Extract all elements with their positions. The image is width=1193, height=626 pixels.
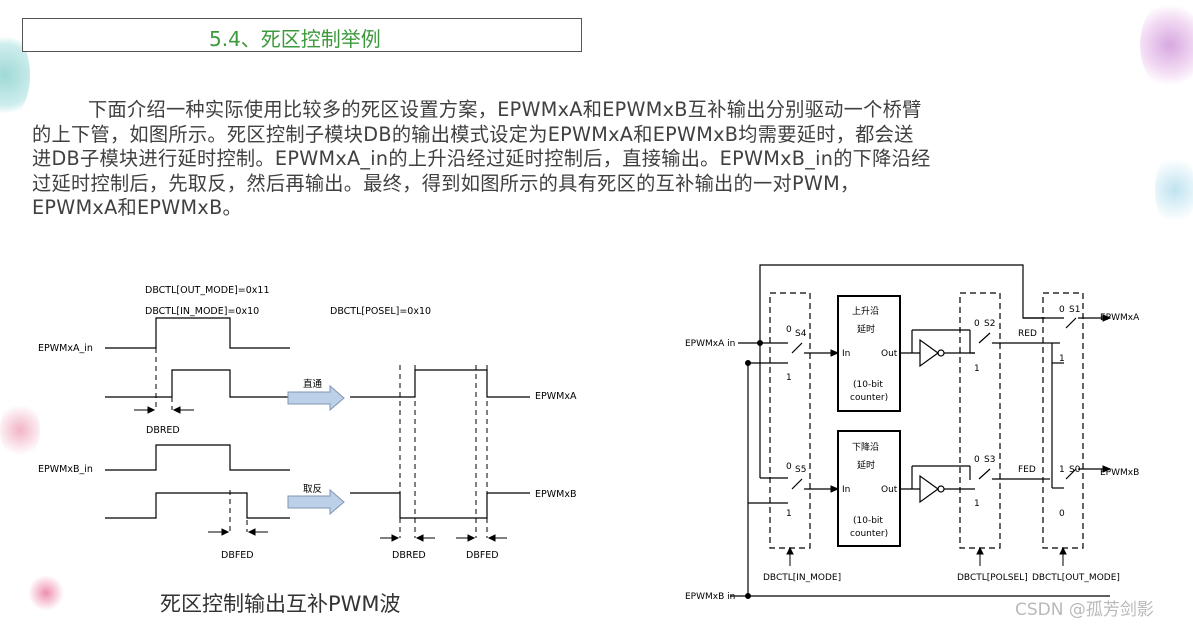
waveform-a-delayed	[105, 369, 290, 398]
paragraph-line: EPWMxA和EPWMxB。	[32, 196, 243, 219]
waveform-b-in	[105, 444, 290, 471]
dead-band-block-diagram: EPWMxA in EPWMxB in 上升沿 延时 In Out (10-bi…	[685, 264, 1140, 602]
body-paragraph: 下面介绍一种实际使用比较多的死区设置方案，EPWMxA和EPWMxB互补输出分别…	[32, 98, 1172, 221]
out-b-label: EPWMxB	[535, 489, 576, 500]
in-a-label: EPWMxA_in	[38, 343, 93, 354]
waveform-a-in	[105, 317, 290, 349]
switch-pos-label: 1	[786, 373, 792, 383]
watermark: CSDN @孤芳剑影	[1015, 600, 1154, 620]
red-label: RED	[1018, 329, 1037, 339]
switch-pos-label: 1	[1059, 354, 1065, 364]
switch-s3-label: S3	[984, 455, 995, 465]
dbred-label: DBRED	[392, 550, 426, 561]
paragraph-line: 进DB子模块进行延时控制。EPWMxA_in的上升沿经过延时控制后，直接输出。E…	[32, 147, 931, 170]
block-out-b-label: EPWMxB	[1100, 468, 1139, 478]
in-mode-label: DBCTL[IN_MODE]=0x10	[145, 306, 259, 317]
direct-label: 直通	[303, 378, 323, 390]
polsel-label: DBCTL[POSEL]=0x10	[330, 306, 431, 317]
dbred-label: DBRED	[146, 425, 180, 436]
switch-pos-label: 0	[1059, 305, 1065, 315]
block-out-a-label: EPWMxA	[1100, 313, 1140, 323]
switch-pos-label: 0	[786, 462, 792, 472]
section-title-box: 5.4、死区控制举例	[22, 18, 582, 52]
switch-s5-label: S5	[795, 465, 806, 475]
invert-label: 取反	[303, 484, 322, 495]
fed-label: FED	[1018, 465, 1036, 475]
lower-block-in: In	[842, 485, 850, 495]
upper-block-out: Out	[881, 349, 898, 359]
switch-pos-label: 1	[974, 364, 980, 374]
lower-block-counter2: counter)	[850, 529, 888, 539]
out-mode-control-label: DBCTL[OUT_MODE]	[1032, 573, 1120, 583]
switch-pos-label: 0	[974, 319, 980, 329]
lower-block-title: 下降沿	[852, 441, 879, 453]
paragraph-line: 下面介绍一种实际使用比较多的死区设置方案，EPWMxA和EPWMxB互补输出分别…	[88, 98, 922, 121]
switch-pos-label: 0	[974, 455, 980, 465]
invert-arrow-icon	[287, 488, 345, 516]
decorative-splash-left-bottom2	[28, 575, 64, 611]
switch-pos-label: 1	[1059, 465, 1065, 475]
switch-s2-label: S2	[984, 319, 995, 329]
in-mode-control-label: DBCTL[IN_MODE]	[763, 573, 841, 583]
switch-s0-label: S0	[1069, 465, 1081, 475]
lower-block-subtitle: 延时	[857, 459, 875, 471]
figure-caption: 死区控制输出互补PWM波	[160, 592, 401, 616]
waveform-out-a	[350, 369, 530, 398]
polsel-control-label: DBCTL[POLSEL]	[957, 573, 1028, 583]
timing-diagram: DBCTL[OUT_MODE]=0x11 DBCTL[IN_MODE]=0x10…	[38, 285, 577, 561]
decorative-splash-right	[1140, 0, 1193, 90]
block-in-b-label: EPWMxB in	[685, 592, 735, 602]
switch-pos-label: 1	[974, 499, 980, 509]
out-a-label: EPWMxA	[535, 391, 577, 402]
out-mode-label: DBCTL[OUT_MODE]=0x11	[145, 285, 270, 296]
switch-pos-label: 0	[1059, 509, 1065, 519]
dbfed-label: DBFED	[466, 550, 499, 561]
inverter-icon	[919, 474, 940, 504]
waveform-out-b	[350, 492, 530, 519]
lower-block-counter: (10-bit	[853, 516, 883, 526]
switch-pos-label: 0	[786, 325, 792, 335]
upper-block-counter: (10-bit	[853, 380, 883, 390]
switch-s1-label: S1	[1069, 305, 1080, 315]
switch-pos-label: 1	[786, 509, 792, 519]
lower-block-out: Out	[881, 485, 898, 495]
paragraph-line: 过延时控制后，先取反，然后再输出。最终，得到如图所示的具有死区的互补输出的一对P…	[32, 171, 860, 195]
in-b-label: EPWMxB_in	[38, 464, 93, 475]
waveform-b-delayed	[105, 492, 290, 519]
direct-arrow-icon	[287, 384, 345, 412]
decorative-splash-right-mid	[1155, 150, 1193, 230]
polsel-switch-box	[959, 292, 1001, 549]
paragraph-line: 的上下管，如图所示。死区控制子模块DB的输出模式设定为EPWMxA和EPWMxB…	[32, 122, 914, 146]
upper-block-in: In	[842, 349, 850, 359]
upper-block-subtitle: 延时	[857, 323, 875, 335]
upper-block-title: 上升沿	[852, 306, 879, 317]
decorative-splash-left-bottom	[0, 400, 40, 460]
upper-block-counter2: counter)	[850, 393, 888, 403]
switch-s4-label: S4	[795, 329, 807, 339]
section-title: 5.4、死区控制举例	[209, 27, 381, 51]
dbfed-label: DBFED	[221, 550, 254, 561]
block-in-a-label: EPWMxA in	[685, 339, 735, 349]
inverter-icon	[919, 338, 940, 368]
